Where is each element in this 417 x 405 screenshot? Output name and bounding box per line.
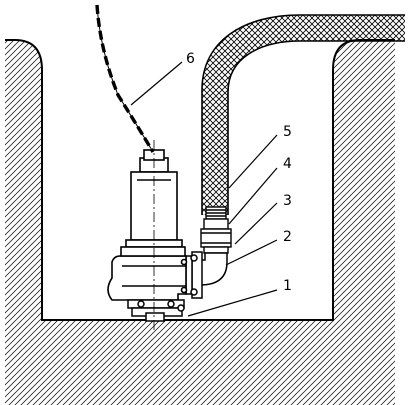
callout-6: 6 bbox=[186, 51, 195, 67]
pump-volute bbox=[107, 255, 188, 301]
leader-lines bbox=[130, 61, 278, 317]
callout-4: 4 bbox=[283, 156, 292, 172]
callout-1: 1 bbox=[283, 278, 292, 294]
callout-5: 5 bbox=[283, 124, 292, 140]
power-cable bbox=[95, 4, 155, 153]
callout-3: 3 bbox=[283, 193, 292, 209]
flange bbox=[185, 251, 203, 299]
callout-2: 2 bbox=[283, 229, 292, 245]
pit-walls bbox=[5, 39, 395, 405]
pump-motor bbox=[120, 149, 186, 257]
pump-base bbox=[127, 299, 185, 322]
hose-coupling bbox=[200, 206, 232, 254]
